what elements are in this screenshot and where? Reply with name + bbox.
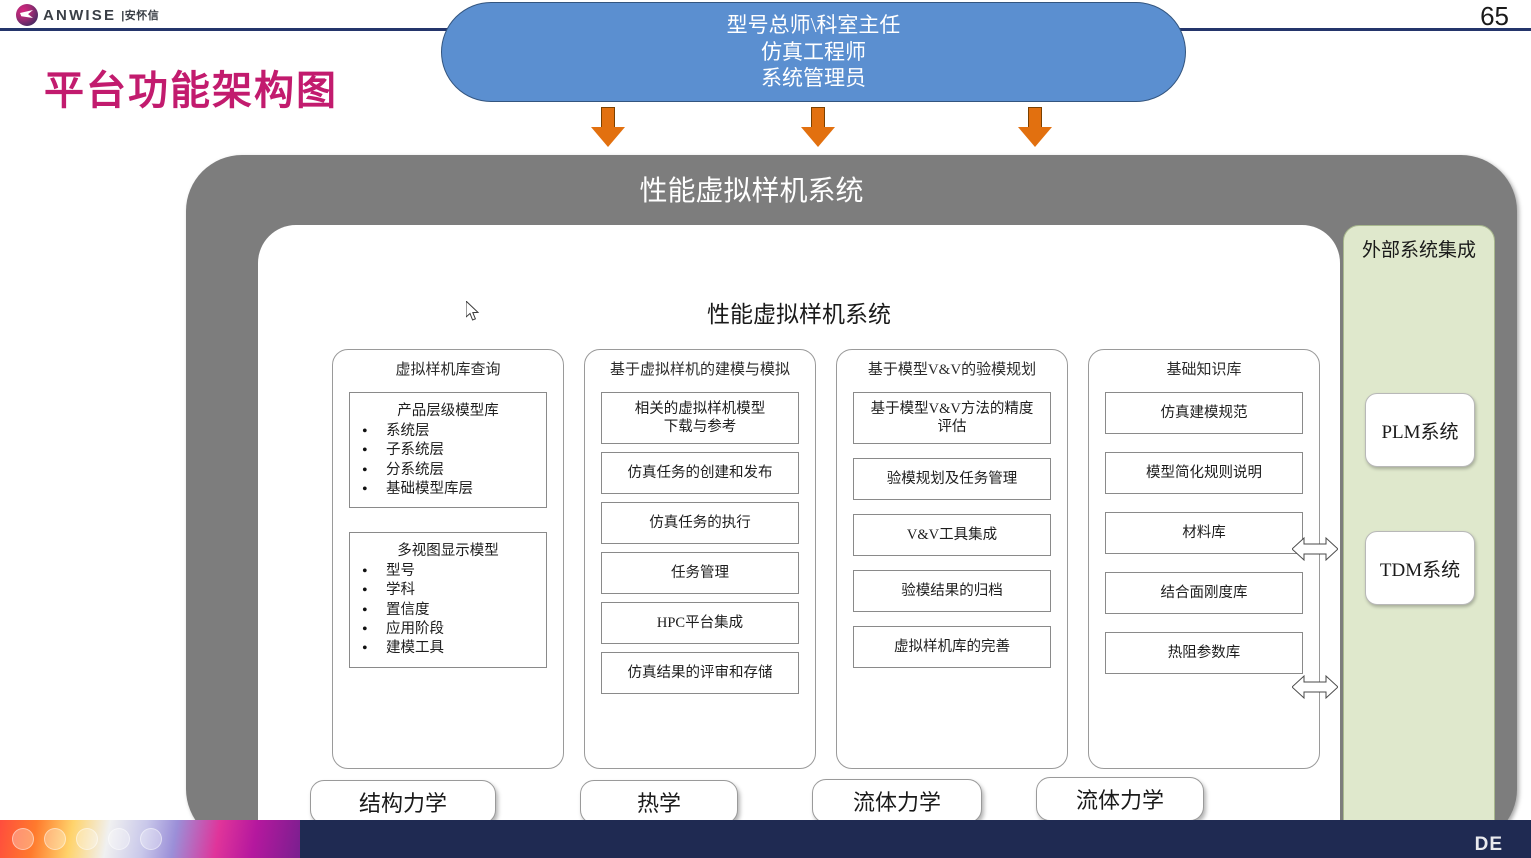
system-outer-container: 性能虚拟样机系统 性能虚拟样机系统 虚拟样机库查询 产品层级模型库 系统层 子系…	[186, 155, 1517, 858]
logo-text: ANWISE	[43, 6, 117, 24]
column-title: 基于模型V&V的验模规划	[867, 362, 1037, 378]
down-arrow-icon-3	[1018, 107, 1052, 147]
brand-logo: ANWISE |安怀信	[16, 2, 159, 28]
list-item[interactable]: 子系统层	[356, 440, 540, 462]
function-column-virtual-prototype-query[interactable]: 虚拟样机库查询 产品层级模型库 系统层 子系统层 分系统层 基础模型库层 多视图…	[332, 349, 564, 769]
roles-pill: 型号总师\科室主任 仿真工程师 系统管理员	[441, 2, 1186, 102]
function-box[interactable]: 相关的虚拟样机模型下载与参考	[601, 392, 799, 444]
function-box[interactable]: 仿真结果的评审和存储	[601, 652, 799, 694]
forward-icon[interactable]	[44, 828, 66, 850]
page-title: 平台功能架构图	[44, 69, 338, 113]
taskbar-logo: DE	[1474, 834, 1503, 855]
column-title: 基础知识库	[1166, 362, 1242, 378]
arrow-stem	[601, 107, 615, 129]
system-outer-title: 性能虚拟样机系统	[639, 176, 864, 207]
os-taskbar: DE	[0, 820, 1531, 858]
page-number: 65	[1480, 1, 1509, 31]
group-box-multiview-model[interactable]: 多视图显示模型 型号 学科 置信度 应用阶段 建模工具	[349, 532, 547, 668]
group-item-list: 型号 学科 置信度 应用阶段 建模工具	[356, 561, 540, 660]
arrow-head	[591, 127, 625, 147]
function-column-modeling-simulation[interactable]: 基于虚拟样机的建模与模拟 相关的虚拟样机模型下载与参考 仿真任务的创建和发布 仿…	[584, 349, 816, 769]
external-system-tdm[interactable]: TDM系统	[1365, 531, 1475, 605]
discipline-pill-fluid-1[interactable]: 流体力学	[812, 779, 982, 823]
external-system-plm[interactable]: PLM系统	[1365, 393, 1475, 467]
arrow-head	[1018, 127, 1052, 147]
anwise-logo-icon	[16, 4, 38, 26]
role-line-3: 系统管理员	[761, 66, 866, 91]
function-column-vv-planning[interactable]: 基于模型V&V的验模规划 基于模型V&V方法的精度评估 验模规划及任务管理 V&…	[836, 349, 1068, 769]
list-item[interactable]: 分系统层	[356, 460, 540, 482]
back-icon[interactable]	[12, 828, 34, 850]
list-item[interactable]: 置信度	[356, 600, 540, 622]
logo-text-cn: |安怀信	[121, 10, 160, 22]
function-box[interactable]: 虚拟样机库的完善	[853, 626, 1051, 668]
function-box[interactable]: HPC平台集成	[601, 602, 799, 644]
home-icon[interactable]	[76, 828, 98, 850]
function-box[interactable]: 基于模型V&V方法的精度评估	[853, 392, 1051, 444]
system-inner-panel: 性能虚拟样机系统 虚拟样机库查询 产品层级模型库 系统层 子系统层 分系统层 基…	[258, 225, 1340, 858]
function-box[interactable]: 模型简化规则说明	[1105, 452, 1303, 494]
system-inner-title: 性能虚拟样机系统	[707, 302, 891, 327]
group-box-product-hierarchy[interactable]: 产品层级模型库 系统层 子系统层 分系统层 基础模型库层	[349, 392, 547, 509]
list-item[interactable]: 建模工具	[356, 638, 540, 660]
list-item[interactable]: 系统层	[356, 421, 540, 443]
list-item[interactable]: 学科	[356, 580, 540, 602]
function-box[interactable]: 任务管理	[601, 552, 799, 594]
external-systems-title: 外部系统集成	[1361, 240, 1476, 261]
function-box[interactable]: V&V工具集成	[853, 514, 1051, 556]
list-item[interactable]: 型号	[356, 561, 540, 583]
down-arrow-icon-1	[591, 107, 625, 147]
function-box[interactable]: 结合面刚度库	[1105, 572, 1303, 614]
group-title: 多视图显示模型	[397, 543, 499, 560]
column-title: 虚拟样机库查询	[395, 362, 501, 378]
group-title: 产品层级模型库	[397, 403, 499, 419]
mouse-cursor-icon	[465, 299, 482, 323]
bidirectional-arrow-icon-plm	[1292, 535, 1338, 563]
external-systems-panel: 外部系统集成 PLM系统 TDM系统	[1343, 225, 1495, 858]
function-box[interactable]: 仿真任务的创建和发布	[601, 452, 799, 494]
bidirectional-arrow-icon-tdm	[1292, 673, 1338, 701]
discipline-pill-fluid-2[interactable]: 流体力学	[1036, 777, 1204, 821]
function-box[interactable]: 仿真建模规范	[1105, 392, 1303, 434]
search-icon[interactable]	[108, 828, 130, 850]
list-item[interactable]: 应用阶段	[356, 619, 540, 641]
discipline-pill-structural[interactable]: 结构力学	[310, 780, 496, 824]
more-icon[interactable]	[140, 828, 162, 850]
column-title: 基于虚拟样机的建模与模拟	[609, 362, 790, 378]
list-item[interactable]: 基础模型库层	[356, 479, 540, 501]
arrow-stem	[811, 107, 825, 129]
function-column-knowledge-base[interactable]: 基础知识库 仿真建模规范 模型简化规则说明 材料库 结合面刚度库 热阻参数库	[1088, 349, 1320, 769]
down-arrow-icon-2	[801, 107, 835, 147]
arrow-stem	[1028, 107, 1042, 129]
role-line-1: 型号总师\科室主任	[726, 12, 901, 37]
role-line-2: 仿真工程师	[761, 39, 866, 64]
function-box[interactable]: 热阻参数库	[1105, 632, 1303, 674]
group-item-list: 系统层 子系统层 分系统层 基础模型库层	[356, 421, 540, 501]
function-box[interactable]: 仿真任务的执行	[601, 502, 799, 544]
function-box[interactable]: 验模结果的归档	[853, 570, 1051, 612]
function-box[interactable]: 验模规划及任务管理	[853, 458, 1051, 500]
discipline-pill-thermal[interactable]: 热学	[580, 780, 738, 824]
arrow-head	[801, 127, 835, 147]
function-box[interactable]: 材料库	[1105, 512, 1303, 554]
